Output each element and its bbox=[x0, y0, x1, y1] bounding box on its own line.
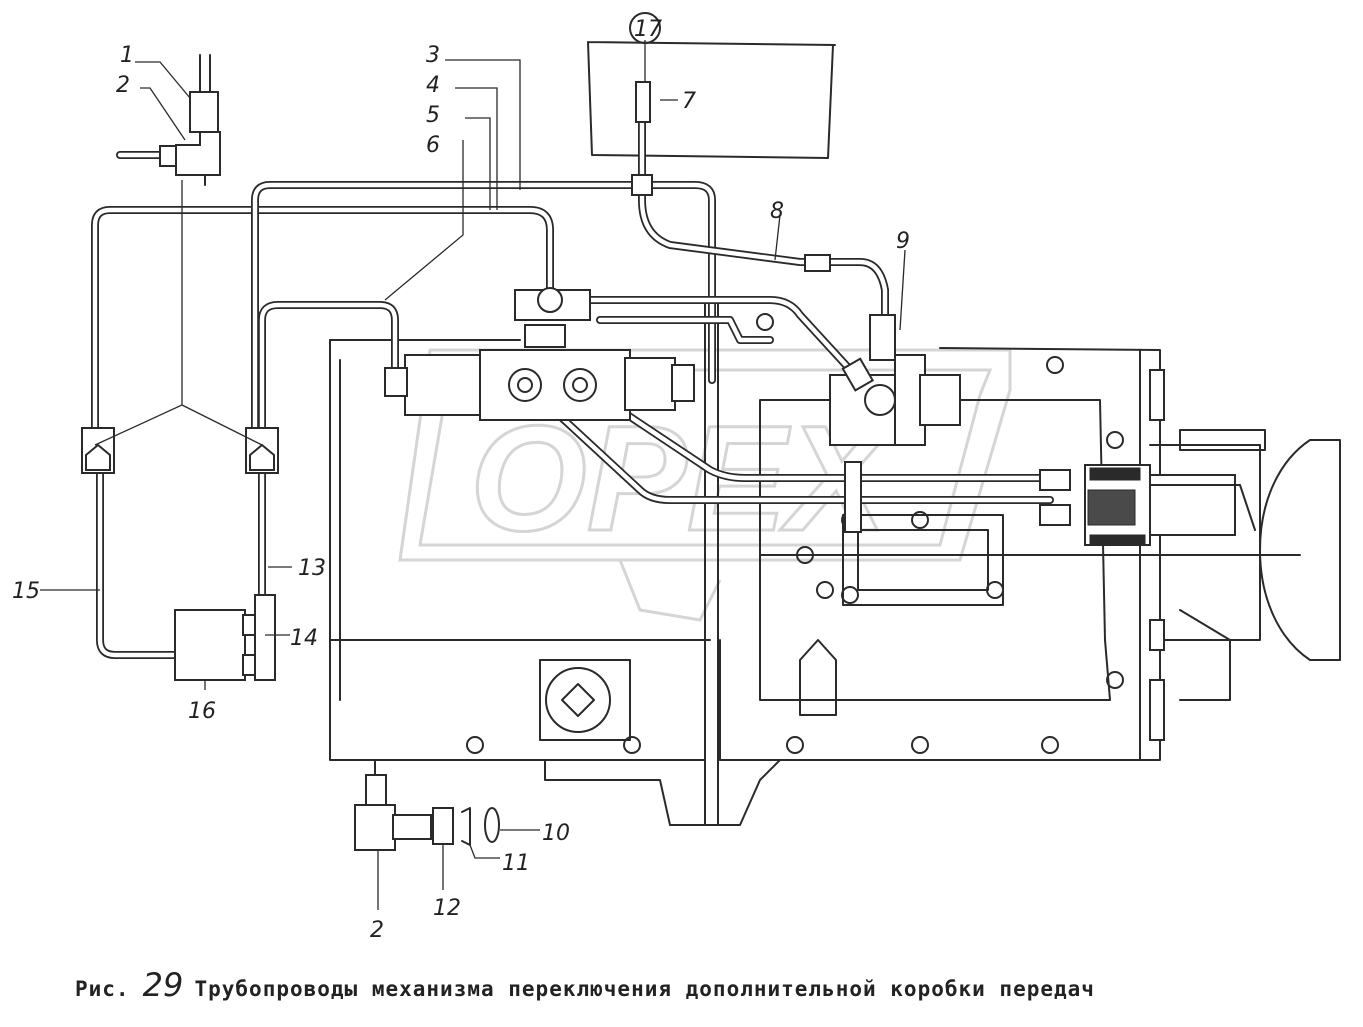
callout-11: 11 bbox=[502, 851, 530, 876]
gearbox-housing bbox=[329, 299, 1341, 826]
callout-2-bottom: 2 bbox=[370, 918, 384, 943]
callout-15: 15 bbox=[12, 579, 40, 604]
callout-12: 12 bbox=[433, 896, 461, 921]
callout-17: 17 bbox=[634, 17, 662, 42]
figure-number: 29 bbox=[142, 966, 184, 1004]
callout-8: 8 bbox=[770, 199, 784, 224]
callout-5: 5 bbox=[426, 103, 440, 128]
shift-valve-block bbox=[384, 287, 695, 421]
leader-lines bbox=[40, 40, 906, 910]
callout-labels: 1 2 3 4 5 6 17 7 8 9 13 15 14 16 2 12 11… bbox=[12, 12, 910, 943]
elbow-fitting-bottom bbox=[354, 759, 500, 851]
elbow-fitting-top bbox=[116, 54, 221, 186]
figure-prefix: Рис. bbox=[75, 977, 130, 1001]
callout-13: 13 bbox=[298, 556, 326, 581]
callout-7: 7 bbox=[682, 89, 696, 114]
callout-10: 10 bbox=[542, 821, 570, 846]
callout-17-circle bbox=[629, 12, 661, 44]
shift-cylinder bbox=[844, 461, 1256, 546]
callout-14: 14 bbox=[290, 626, 318, 651]
callout-2: 2 bbox=[116, 73, 130, 98]
figure-caption-text: Трубопроводы механизма переключения допо… bbox=[194, 977, 1095, 1001]
callout-4: 4 bbox=[426, 73, 440, 98]
callout-16: 16 bbox=[188, 699, 216, 724]
pipelines bbox=[91, 116, 1054, 659]
callout-9: 9 bbox=[896, 229, 910, 254]
tee-fittings bbox=[81, 427, 279, 474]
figure-caption: Рис. 29 Трубопроводы механизма переключе… bbox=[0, 960, 1363, 1027]
range-valve bbox=[829, 314, 961, 446]
callout-1: 1 bbox=[120, 43, 134, 68]
callout-6: 6 bbox=[426, 133, 440, 158]
reservoir-fitting bbox=[631, 81, 831, 272]
callout-3: 3 bbox=[426, 43, 440, 68]
pipeline-diagram: OPEX bbox=[12, 12, 1341, 943]
solenoid-valve bbox=[174, 594, 276, 681]
air-reservoir bbox=[587, 41, 836, 159]
